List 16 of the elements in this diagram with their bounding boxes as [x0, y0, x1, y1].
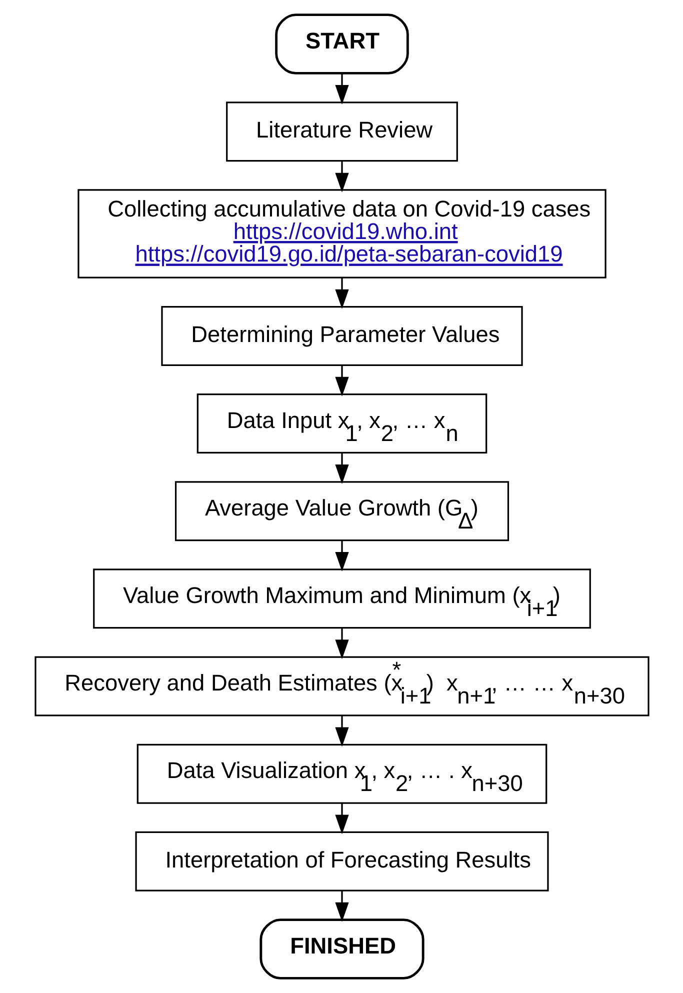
- node-box: Collecting accumulative data on Covid-19 cases https://covid19.who.int https://covid19.go.id/peta-sebaran-covid19: [77, 189, 606, 278]
- arrow: [334, 73, 348, 104]
- node-box: Literature Review: [226, 102, 458, 162]
- node-box: Determining Parameter Values: [160, 306, 522, 366]
- arrow: [334, 803, 348, 834]
- arrow: [334, 278, 348, 309]
- arrow: [334, 890, 348, 922]
- node-box: START: [274, 14, 408, 74]
- node-box: Interpretation of Forecasting Results: [134, 831, 548, 892]
- arrow: [334, 365, 348, 396]
- arrow: [334, 628, 348, 660]
- arrow: [334, 715, 348, 747]
- arrow: [334, 161, 348, 192]
- node-box: FINISHED: [259, 918, 424, 980]
- arrow: [334, 540, 348, 572]
- arrow: [334, 452, 348, 484]
